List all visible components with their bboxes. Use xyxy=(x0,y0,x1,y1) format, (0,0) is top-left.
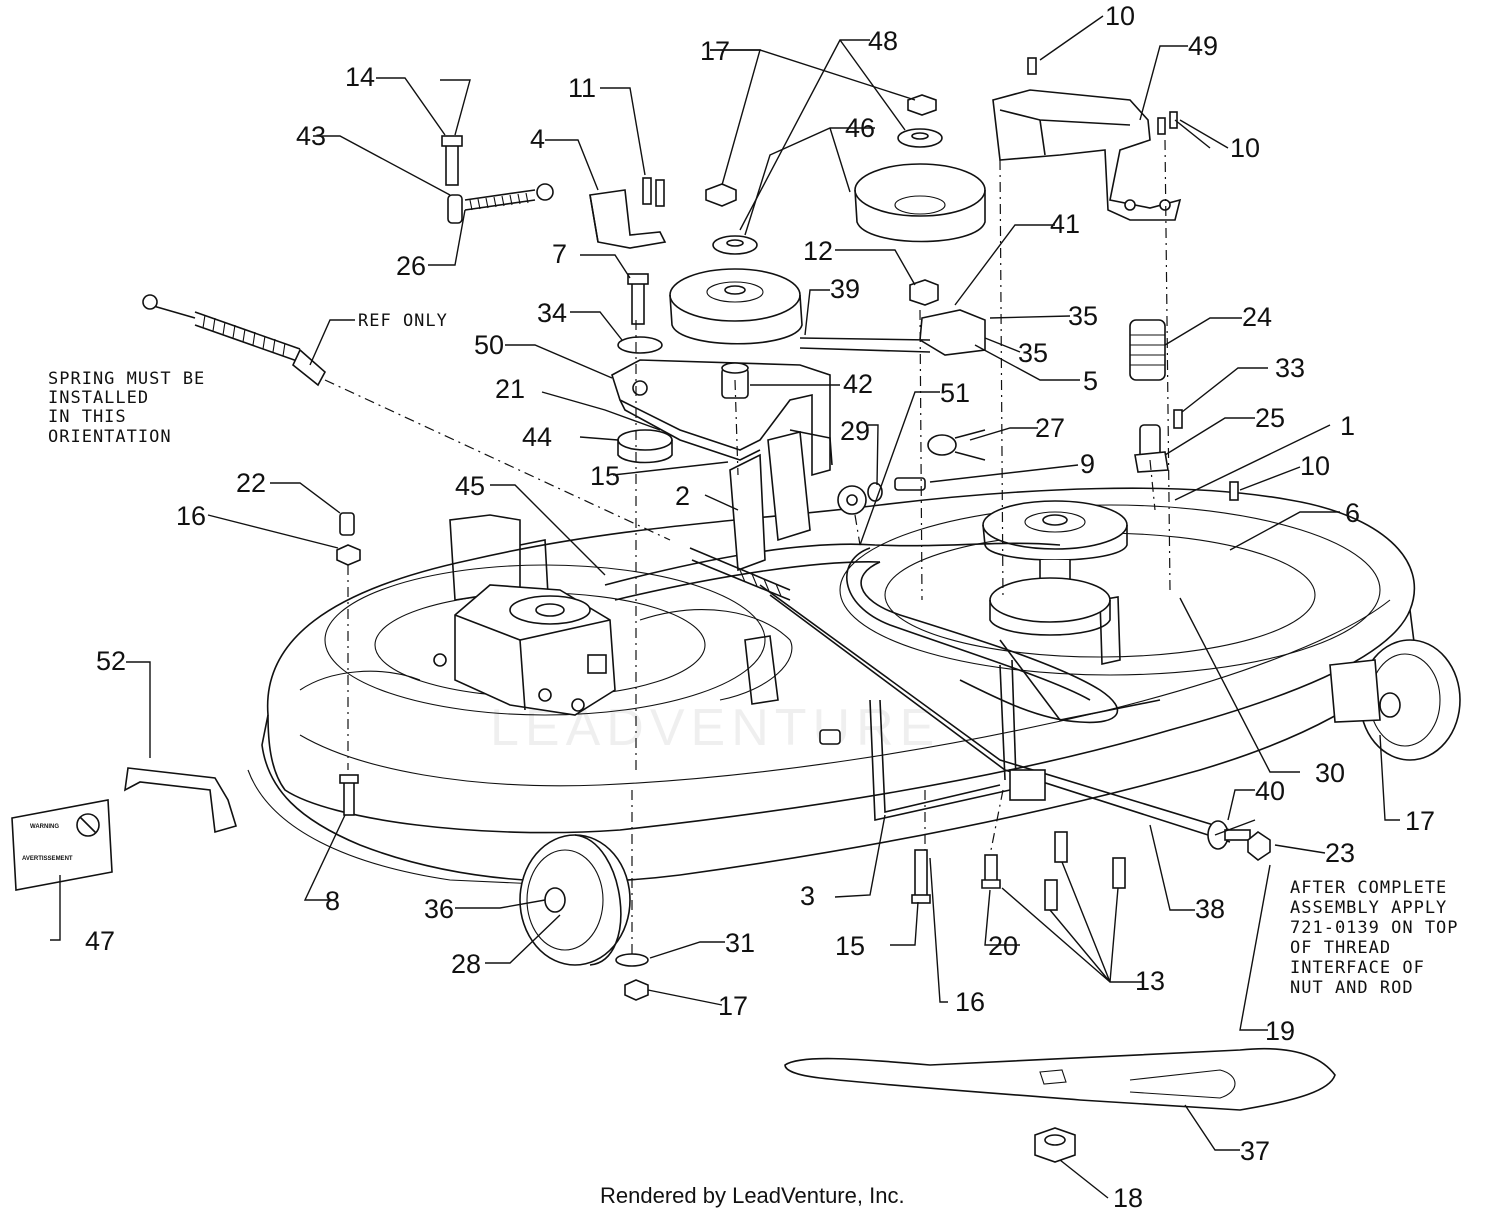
assembly-note-line-1: AFTER COMPLETE xyxy=(1290,878,1447,898)
callout-35-upper: 35 xyxy=(1068,301,1098,331)
callout-52: 52 xyxy=(96,646,126,676)
callout-19: 19 xyxy=(1265,1016,1295,1046)
callout-5: 5 xyxy=(1083,366,1098,396)
mower-blade-37 xyxy=(784,1047,1336,1111)
ref-only-note: REF ONLY xyxy=(309,311,448,366)
callout-49: 49 xyxy=(1188,31,1218,61)
callout-10-right: 10 xyxy=(1300,451,1330,481)
callout-15-upper: 15 xyxy=(590,461,620,491)
callout-3: 3 xyxy=(800,881,815,911)
callout-38: 38 xyxy=(1195,894,1225,924)
rear-right-wheel xyxy=(1329,639,1461,761)
callout-17-wheel: 17 xyxy=(1405,806,1435,836)
callout-17-lower: 17 xyxy=(718,991,748,1021)
drive-belt xyxy=(604,542,1119,724)
spring-orientation-note: SPRING MUST BE INSTALLED IN THIS ORIENTA… xyxy=(48,369,205,447)
callout-10-top: 10 xyxy=(1105,1,1135,31)
callout-35-lower: 35 xyxy=(1018,338,1048,368)
left-parts xyxy=(142,135,671,816)
assembly-note-line-6: NUT AND ROD xyxy=(1290,978,1414,998)
assembly-note-line-4: OF THREAD xyxy=(1290,938,1391,958)
bracket-52 xyxy=(123,767,238,834)
callout-6: 6 xyxy=(1345,498,1360,528)
idler-bracket-assembly xyxy=(611,183,831,477)
callout-47: 47 xyxy=(85,926,115,956)
callout-25: 25 xyxy=(1255,403,1285,433)
callout-36: 36 xyxy=(424,894,454,924)
ref-only-text: REF ONLY xyxy=(358,311,448,331)
callout-16-lower: 16 xyxy=(955,987,985,1017)
callout-2: 2 xyxy=(675,481,690,511)
callout-numbers: 1 2 3 4 5 6 7 8 9 10 10 10 11 12 13 14 1… xyxy=(85,1,1435,1213)
spring-note-line-1: SPRING MUST BE xyxy=(48,369,205,389)
callout-33: 33 xyxy=(1275,353,1305,383)
callout-42: 42 xyxy=(843,369,873,399)
decal-avertissement-text: AVERTISSEMENT xyxy=(22,856,73,862)
spindle-cover-49 xyxy=(992,89,1182,221)
decal-warning-text: WARNING xyxy=(30,824,59,830)
credit-text: Rendered by LeadVenture, Inc. xyxy=(600,1183,905,1208)
deck-lift-rod xyxy=(759,584,1231,843)
callout-23: 23 xyxy=(1325,838,1355,868)
callout-24: 24 xyxy=(1242,302,1272,332)
callout-1: 1 xyxy=(1340,411,1355,441)
callout-10-cover: 10 xyxy=(1230,133,1260,163)
bracket-2-spring-45 xyxy=(689,429,867,601)
callout-37: 37 xyxy=(1240,1136,1270,1166)
callout-21: 21 xyxy=(495,374,525,404)
callout-7: 7 xyxy=(552,239,567,269)
left-spindle-housing xyxy=(433,584,616,716)
callout-41: 41 xyxy=(1050,209,1080,239)
callout-50: 50 xyxy=(474,330,504,360)
leader-lines xyxy=(50,15,1400,1199)
callout-12: 12 xyxy=(803,236,833,266)
callout-15-lower: 15 xyxy=(835,931,865,961)
callout-18: 18 xyxy=(1113,1183,1143,1213)
callout-30: 30 xyxy=(1315,758,1345,788)
callout-46: 46 xyxy=(845,113,875,143)
callout-4: 4 xyxy=(530,124,545,154)
callout-17-top: 17 xyxy=(700,36,730,66)
callout-51: 51 xyxy=(940,378,970,408)
callout-43: 43 xyxy=(296,121,326,151)
decal-47: WARNING AVERTISSEMENT xyxy=(11,799,113,891)
assembly-note-line-3: 721-0139 ON TOP xyxy=(1290,918,1459,938)
blade-nut-18 xyxy=(1034,1127,1076,1163)
bottom-hardware xyxy=(615,729,1271,1001)
callout-16-left: 16 xyxy=(176,501,206,531)
callout-27: 27 xyxy=(1035,413,1065,443)
spring-assembly-24 xyxy=(1129,319,1169,473)
idler-pulley-46 xyxy=(799,94,986,356)
assembly-axes xyxy=(347,139,1171,955)
right-spindle-pulley xyxy=(982,500,1128,636)
callout-14: 14 xyxy=(345,62,375,92)
callout-31: 31 xyxy=(725,928,755,958)
callout-39: 39 xyxy=(830,274,860,304)
callout-34: 34 xyxy=(537,298,567,328)
assembly-note: AFTER COMPLETE ASSEMBLY APPLY 721-0139 O… xyxy=(1290,878,1459,998)
callout-28: 28 xyxy=(451,949,481,979)
callout-11: 11 xyxy=(568,73,596,103)
callout-29: 29 xyxy=(840,416,870,446)
callout-9: 9 xyxy=(1080,449,1095,479)
callout-26: 26 xyxy=(396,251,426,281)
assembly-note-line-2: ASSEMBLY APPLY xyxy=(1290,898,1447,918)
callout-13: 13 xyxy=(1135,966,1165,996)
mower-deck-shell xyxy=(247,487,1416,886)
callout-48: 48 xyxy=(868,26,898,56)
spring-note-line-2: INSTALLED xyxy=(48,388,149,408)
assembly-note-line-5: INTERFACE OF xyxy=(1290,958,1425,978)
callout-40: 40 xyxy=(1255,776,1285,806)
callout-22: 22 xyxy=(236,468,266,498)
callout-44: 44 xyxy=(522,422,552,452)
callout-45: 45 xyxy=(455,471,485,501)
front-left-wheel xyxy=(519,834,631,966)
spring-note-line-4: ORIENTATION xyxy=(48,427,172,447)
callout-8: 8 xyxy=(325,886,340,916)
center-small-parts xyxy=(867,57,1239,502)
callout-20: 20 xyxy=(988,931,1018,961)
spring-note-line-3: IN THIS xyxy=(48,407,127,427)
